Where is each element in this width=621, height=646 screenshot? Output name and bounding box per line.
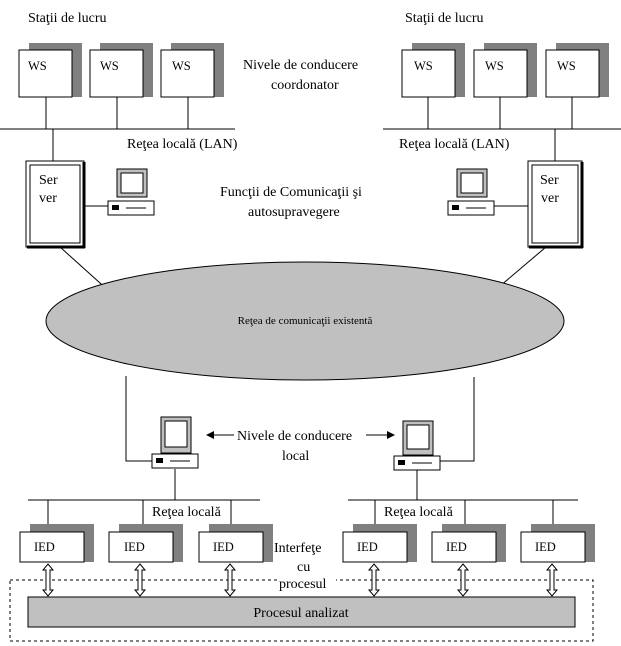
coord-level-label-line2: coordonator [271,78,339,93]
ied-3-connector-arrow-icon [223,563,237,597]
server-left-label-line1: Ser [39,173,58,188]
local-level-arrow-right-icon [387,431,395,439]
process-label: Procesul analizat [253,606,348,621]
ws-right-2-label: WS [485,59,504,73]
comm-func-label-line1: Funcţii de Comunicaţii şi [220,185,362,200]
ws-left-1-box [18,49,73,98]
pc-local-left-icon [151,416,199,469]
comm-func-label-line2: autosupravegere [248,205,340,220]
ied-3-label: IED [213,540,234,554]
pc-top-right-icon [447,168,495,216]
ied-1-connector-arrow-icon [41,563,55,597]
ws-right-3-label: WS [557,59,576,73]
ws-right-1-label: WS [414,59,433,73]
interfaces-label-line3: procesul [279,577,327,592]
ws-right-2-box [473,49,528,98]
local-net-right-label: Reţea locală [384,505,454,520]
server-left-label-line2: ver [39,191,57,206]
ws-right-1: WS [401,43,465,98]
ws-left-2-label: WS [100,59,119,73]
ied-2-connector-arrow-icon [133,563,147,597]
ied-connectors [41,563,559,597]
ied-5-connector-arrow-icon [456,563,470,597]
server-right-inner [531,164,579,244]
network-local-right-link [440,377,475,462]
ied-2-label: IED [124,540,145,554]
local-level-label-line2: local [282,449,309,464]
ws-left-1: WS [18,43,82,98]
ied-6: IED [520,524,595,563]
lan-left-label: Reţea locală (LAN) [127,137,238,152]
ws-right-2: WS [473,43,537,98]
local-level-arrow-left-icon [206,431,214,439]
pc-top-left-icon [107,168,155,216]
ied-4-connector-arrow-icon [367,563,381,597]
ws-left-3-label: WS [172,59,191,73]
local-net-left-label: Reţea locală [152,505,222,520]
ws-right-1-box [401,49,456,98]
ied-6-label: IED [535,540,556,554]
ied-5-label: IED [446,540,467,554]
ied-4-label: IED [357,540,378,554]
ws-left-1-label: WS [28,59,47,73]
ws-left-3-box [160,49,215,98]
server-right-label-line2: ver [541,191,559,206]
ied-6-connector-arrow-icon [545,563,559,597]
ws-right-3-box [545,49,600,98]
lan-right-label: Reţea locală (LAN) [399,137,510,152]
ied-5: IED [431,524,506,563]
ied-1: IED [19,524,94,563]
coord-level-label-line1: Nivele de conducere [243,58,358,73]
server-left: Ser ver [25,160,86,249]
interfaces-label-line1: Interfeţe [274,541,321,556]
interfaces-dashed-frame [9,579,594,642]
ied-1-label: IED [34,540,55,554]
network-local-left-link [125,376,152,462]
ws-left-2: WS [89,43,153,98]
pc-local-right-icon [393,420,441,471]
network-label: Reţea de comunicaţii existentă [238,315,373,327]
ws-left-3: WS [160,43,224,98]
communication-network-ellipse [45,261,565,381]
workstations-left-label: Staţii de lucru [28,11,107,26]
server-left-inner [29,164,81,244]
ws-right-3: WS [545,43,609,98]
workstations-right-label: Staţii de lucru [405,11,484,26]
interfaces-label-line2: cu [297,560,310,575]
server-right: Ser ver [527,160,584,249]
ied-4: IED [342,524,417,563]
local-level-label-line1: Nivele de conducere [237,429,352,444]
ws-left-2-box [89,49,144,98]
server-right-label-line1: Ser [540,173,559,188]
process-bar [27,596,576,628]
ied-2: IED [108,524,183,563]
interfaces-label-backing [278,576,336,590]
ied-3: IED [198,524,273,563]
